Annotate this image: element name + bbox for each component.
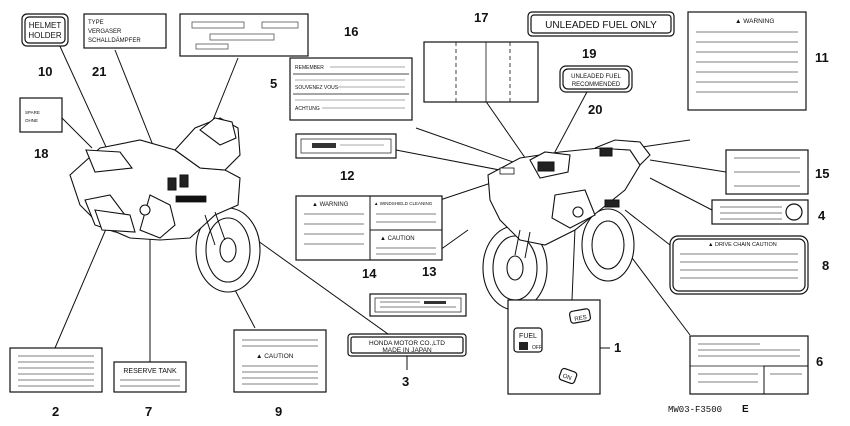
label-15: 15 [725,149,829,195]
callout-4: 4 [818,208,826,223]
label-10-helmet-holder: HELMET HOLDER 10 [21,13,69,79]
label-19-unleaded-fuel-only: UNLEADED FUEL ONLY 19 [527,11,675,61]
label-1-fuel: FUEL OFF RES ON 1 [507,299,621,395]
warning-11: ▲ WARNING [735,18,774,25]
label-20-unleaded-fuel-recommended: UNLEADED FUEL RECOMMENDED 20 [559,65,633,117]
label-6: 6 [689,335,823,395]
honda-line1: HONDA MOTOR CO.,LTD [369,340,445,347]
label-8-drive-chain-caution: ▲ DRIVE CHAIN CAUTION 8 [669,235,829,295]
fuel-res: RES [574,315,587,323]
reserve-tank-text: RESERVE TANK [123,368,177,375]
label-12: 12 [295,133,397,183]
diagram-code-suffix: E [742,404,749,415]
callout-19: 19 [582,46,596,61]
motorcycle-right [482,139,651,311]
helmet-holder-line1: HELMET [29,21,62,30]
label16-row2: SOUVENEZ VOUS [295,85,339,91]
callout-12: 12 [340,168,354,183]
type-line1: TYPE [88,20,104,26]
label-2: 2 [9,347,103,419]
label-16: 16 REMEMBER SOUVENEZ VOUS ACHTUNG [289,24,413,121]
label16-row3: ACHTUNG [295,106,320,112]
label-13: 13 [369,264,467,317]
unleaded-fuel-only-text: UNLEADED FUEL ONLY [545,20,657,31]
fuel-off: OFF [532,345,542,351]
callout-16: 16 [344,24,358,39]
callout-17: 17 [474,10,488,25]
callout-18: 18 [34,146,48,161]
windshield-14: ▲ WINDSHIELD CLEANING [374,201,433,206]
type-line3: SCHALLDÄMPFER [88,37,141,44]
unleaded-fuel-rec-line1: UNLEADED FUEL [571,74,621,80]
callout-21: 21 [92,64,106,79]
callout-2: 2 [52,404,59,419]
fuel-on: ON [562,373,573,382]
callout-5: 5 [270,76,277,91]
caution-9: ▲ CAUTION [256,353,294,360]
label16-row1: REMEMBER [295,65,324,71]
label-17: 17 [423,10,539,103]
drive-chain-caution-text: ▲ DRIVE CHAIN CAUTION [708,242,777,248]
motorcycle-left [69,117,261,293]
label-4: 4 [711,199,826,225]
warning-14: ▲ WARNING [312,202,349,208]
label-9-caution: ▲ CAUTION 9 [233,329,327,419]
callout-7: 7 [145,404,152,419]
label-18-spare: SPARE OHNE 18 [19,97,63,161]
helmet-holder-line2: HOLDER [28,31,62,40]
label-14: ▲ WARNING ▲ WINDSHIELD CLEANING ▲ CAUTIO… [295,195,443,281]
fuel-line1: FUEL [519,333,537,340]
callout-3: 3 [402,374,409,389]
unleaded-fuel-rec-line2: RECOMMENDED [572,82,621,88]
callout-14: 14 [362,266,377,281]
callout-9: 9 [275,404,282,419]
caution-14: ▲ CAUTION [380,236,415,242]
label-21-type: TYPE VERGASER SCHALLDÄMPFER 21 [83,13,167,79]
callout-13: 13 [422,264,436,279]
type-line2: VERGASER [88,29,122,35]
label-11-warning: ▲ WARNING 11 [687,11,829,111]
spare-line1: SPARE [25,110,40,115]
callout-20: 20 [588,102,602,117]
callout-11: 11 [815,50,829,65]
callout-6: 6 [816,354,823,369]
callout-1: 1 [614,340,621,355]
callout-8: 8 [822,258,829,273]
label-3-honda-motor: HONDA MOTOR CO.,LTD MADE IN JAPAN 3 [347,333,467,389]
label-5: 5 [179,13,309,91]
callout-15: 15 [815,166,829,181]
diagram-code-text: MW03-F3500 [668,405,722,415]
diagram-code: MW03-F3500 E [668,404,749,415]
label-7-reserve-tank: RESERVE TANK 7 [113,361,187,419]
callout-10: 10 [38,64,52,79]
honda-line2: MADE IN JAPAN [382,347,432,354]
spare-line2: OHNE [25,118,38,123]
